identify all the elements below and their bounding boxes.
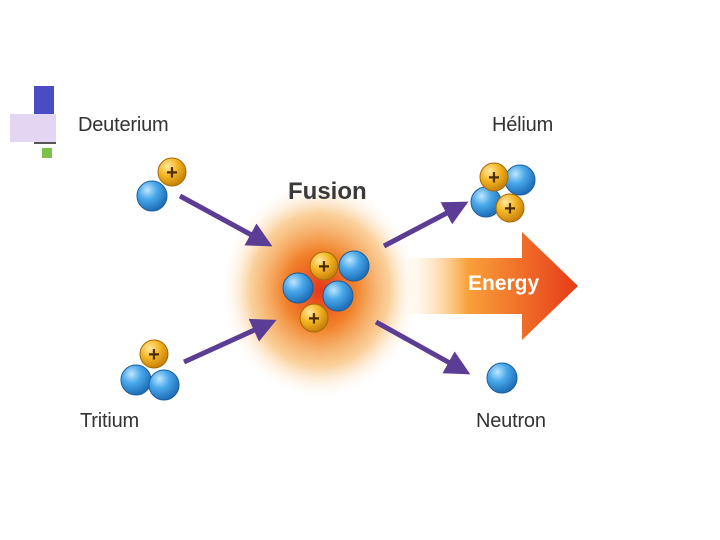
neutron-particle-icon	[486, 362, 518, 394]
arrow-fusion-to-helium	[382, 201, 469, 249]
proton-particle-icon	[309, 251, 339, 281]
accent-block-green	[42, 148, 52, 158]
proton-symbol: +	[148, 344, 160, 366]
free-neutron	[486, 362, 518, 394]
neutron-particle-icon	[504, 164, 536, 196]
proton-symbol: +	[308, 308, 320, 330]
helium-label: Hélium	[492, 114, 554, 136]
tritium-label: Tritium	[80, 410, 139, 432]
neutron-label: Neutron	[476, 410, 546, 432]
neutron-particle-icon	[148, 369, 180, 401]
neutron-particle-icon	[338, 250, 370, 282]
neutron-particle-icon	[282, 272, 314, 304]
accent-line	[34, 142, 56, 144]
proton-particle-icon	[479, 162, 509, 192]
proton-symbol: +	[504, 198, 516, 220]
proton-symbol: +	[166, 162, 178, 184]
proton-particle-icon	[139, 339, 169, 369]
energy-arrow	[408, 232, 578, 340]
helium-nucleus: + +	[470, 162, 536, 223]
proton-symbol: +	[488, 167, 500, 189]
deuterium-label: Deuterium	[78, 114, 169, 136]
arrow-tritium-to-fusion	[182, 318, 277, 365]
proton-particle-icon	[495, 193, 525, 223]
tritium-nucleus: +	[120, 339, 180, 401]
proton-symbol: +	[318, 256, 330, 278]
energy-label: Energy	[468, 272, 540, 295]
accent-block-lavender	[10, 114, 56, 142]
arrow-fusion-to-neutron	[374, 319, 471, 375]
proton-particle-icon	[299, 303, 329, 333]
accent-block-blue	[34, 86, 54, 114]
fusion-glow	[220, 180, 420, 400]
neutron-particle-icon	[322, 280, 354, 312]
deuterium-nucleus: +	[136, 157, 187, 212]
arrow-deuterium-to-fusion	[178, 193, 273, 247]
neutron-particle-icon	[120, 364, 152, 396]
fusion-nucleus-cluster: + +	[282, 250, 370, 333]
fusion-label: Fusion	[288, 178, 367, 205]
neutron-particle-icon	[136, 180, 168, 212]
proton-particle-icon	[157, 157, 187, 187]
